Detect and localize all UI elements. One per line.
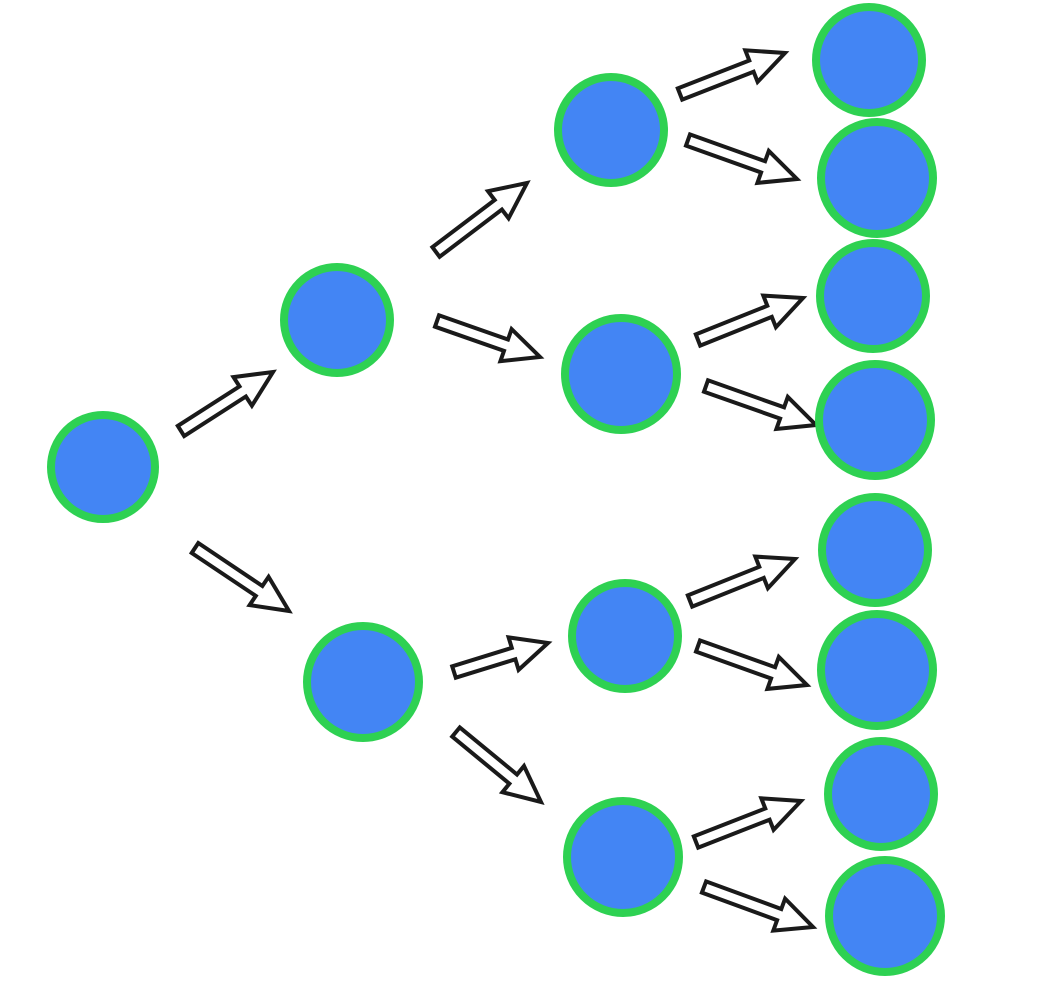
arrow-icon [675,48,790,103]
tree-node-level-3 [817,118,937,238]
tree-node-level-2 [554,73,668,187]
tree-node-level-1 [280,263,394,377]
arrow-icon [699,878,818,933]
arrow-icon [188,540,293,614]
arrow-icon [701,377,821,432]
tree-node-level-0 [47,411,159,523]
arrow-icon [683,131,802,186]
tree-node-level-3 [818,493,932,607]
tree-node-level-3 [824,737,938,851]
tree-node-level-2 [563,797,683,917]
arrow-icon [175,369,277,439]
tree-node-level-2 [568,579,682,693]
tree-node-level-3 [816,239,930,353]
arrow-icon [691,796,806,851]
arrow-icon [685,554,800,610]
tree-node-level-3 [817,610,937,730]
arrow-icon [449,724,545,805]
arrow-icon [449,634,553,681]
arrows-layer [175,48,821,933]
tree-node-level-3 [815,360,935,480]
arrow-icon [429,180,531,260]
tree-node-level-3 [812,3,926,117]
nodes-layer [47,3,945,976]
tree-node-level-2 [561,314,681,434]
arrow-icon [693,637,812,692]
arrow-icon [432,312,545,364]
tree-node-level-3 [825,856,945,976]
arrow-icon [693,293,808,349]
tree-node-level-1 [303,622,423,742]
